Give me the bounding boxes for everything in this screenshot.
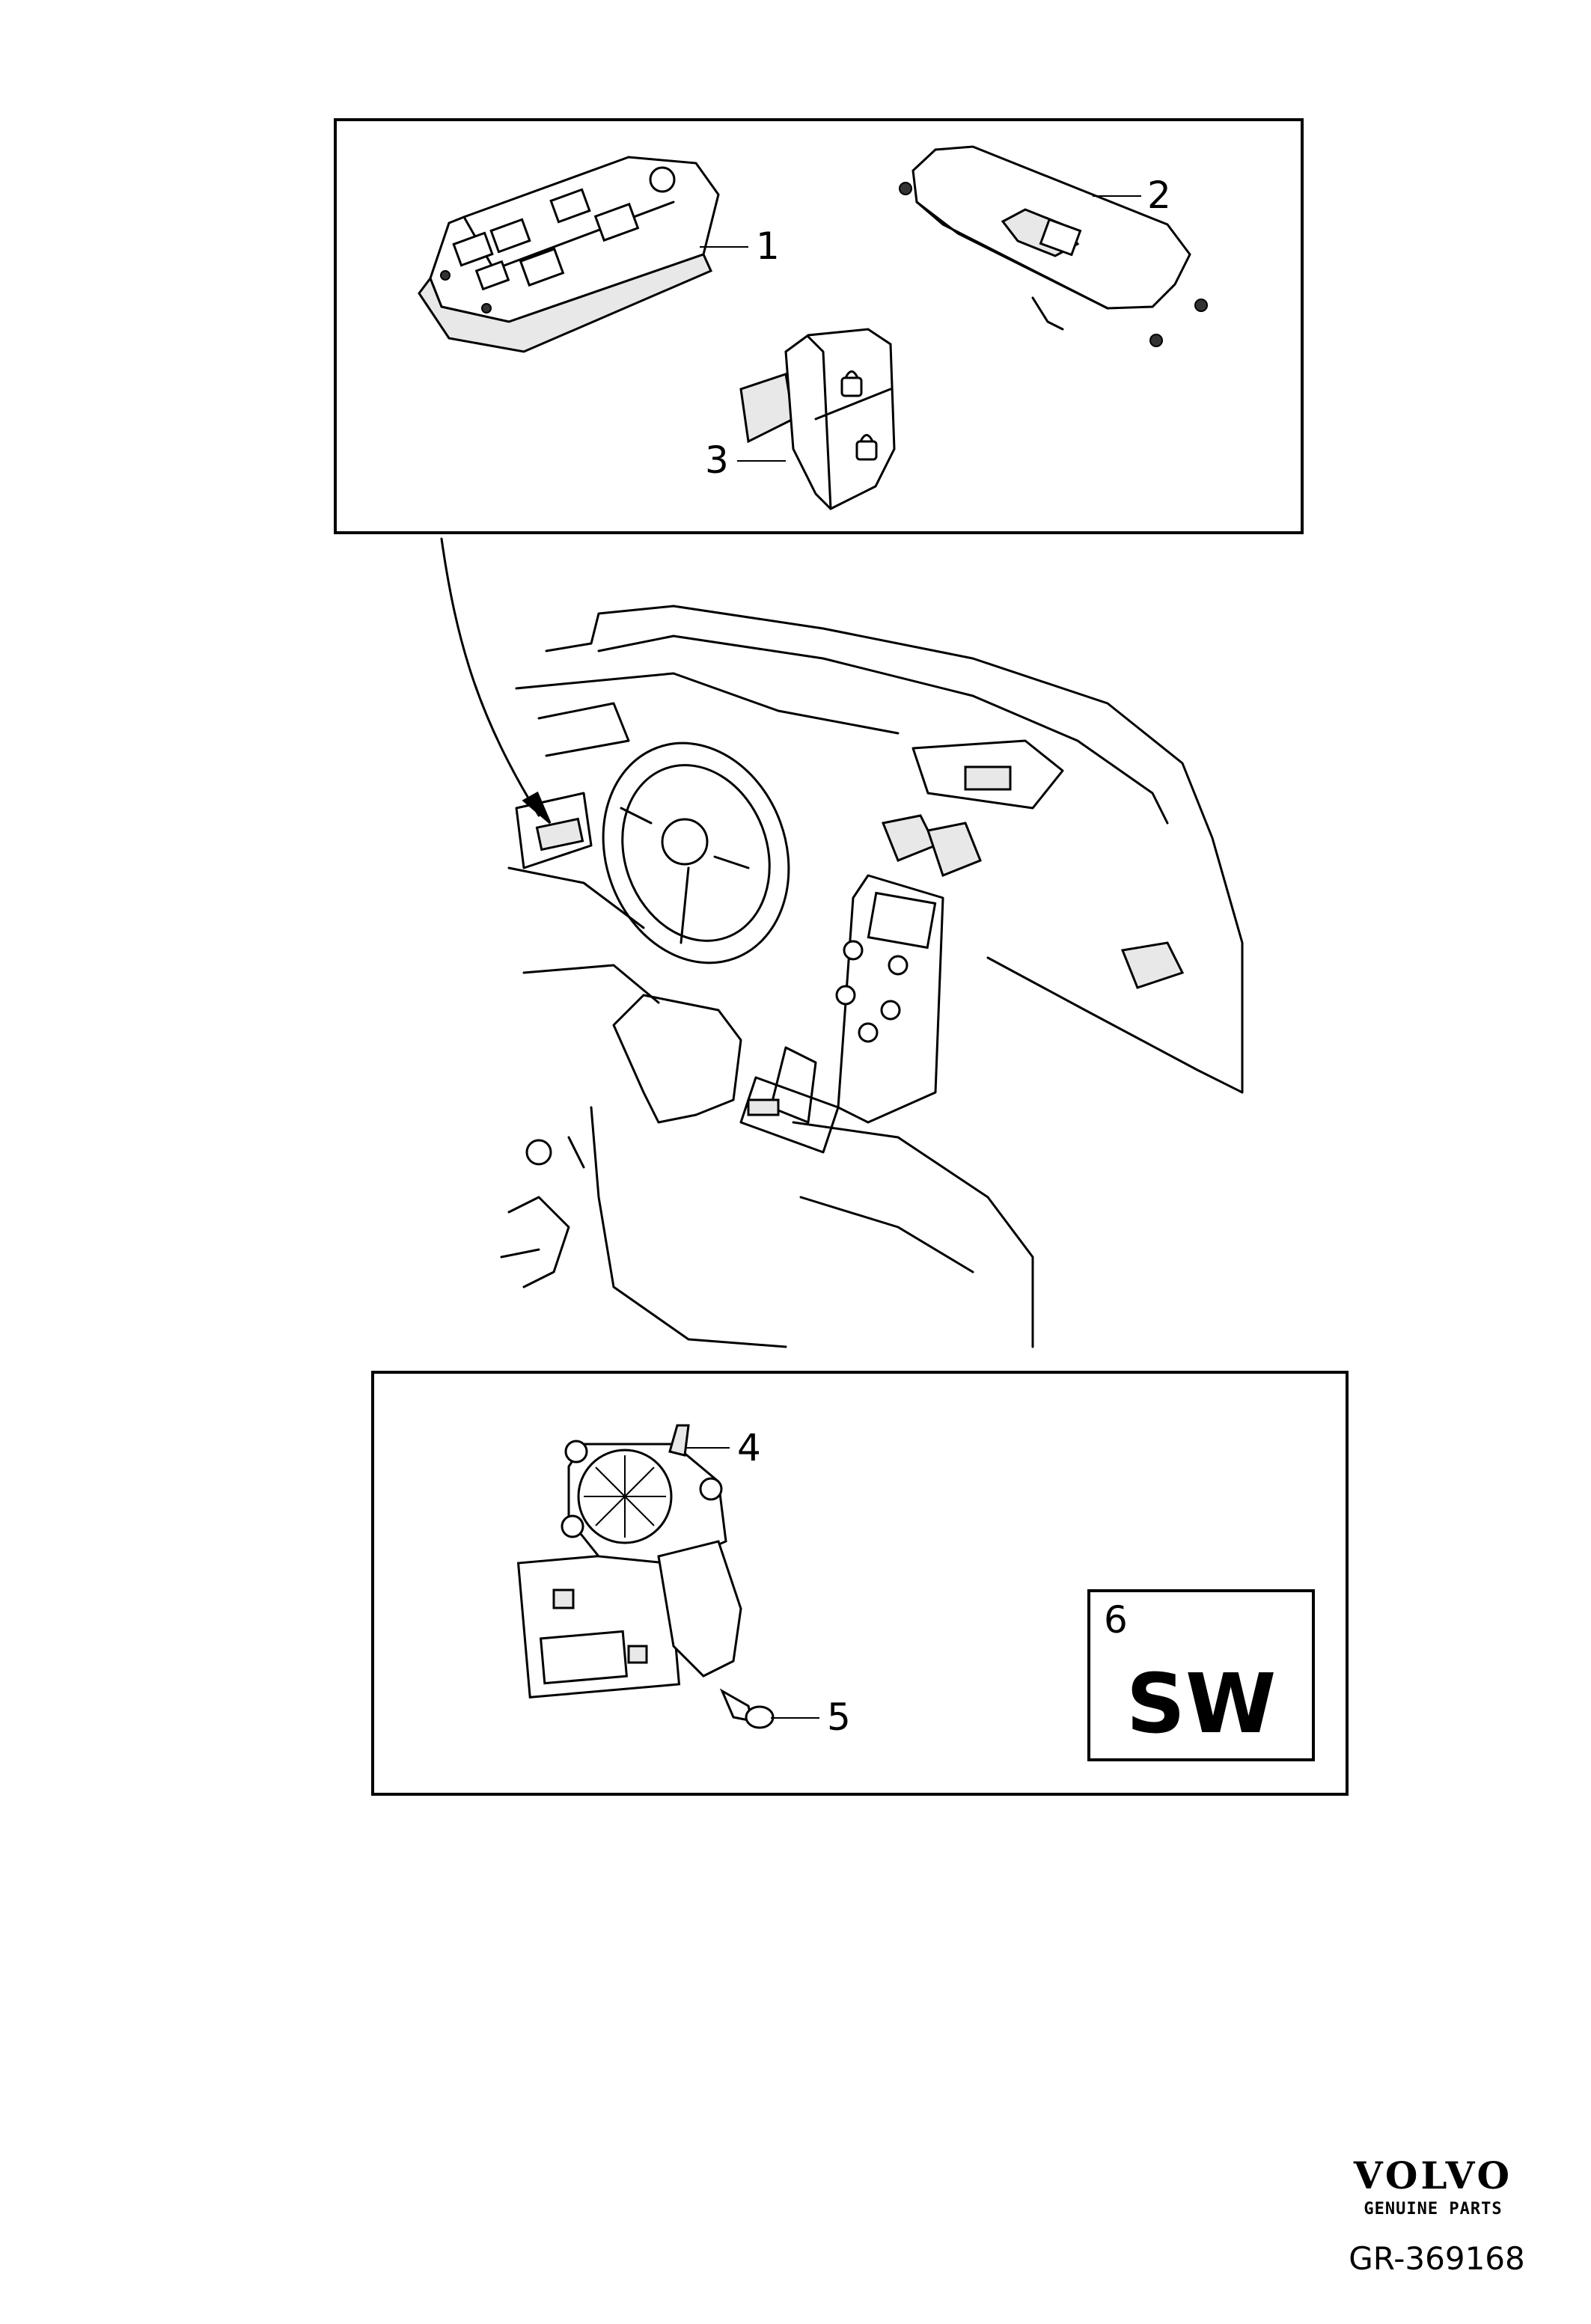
callout-number: 3 [705, 438, 729, 482]
callout-number: 2 [1147, 174, 1171, 217]
switches-panel-frame [334, 118, 1304, 534]
software-label: SW [1126, 1656, 1277, 1752]
screw-part-5[interactable]: 5 [719, 1688, 851, 1739]
child-lock-switch-part-3[interactable]: 3 [705, 328, 896, 510]
drawing-reference: GR-369168 [1349, 2240, 1525, 2277]
master-window-switch-part-1[interactable]: 1 [418, 156, 780, 353]
vehicle-interior-overview [440, 537, 1244, 1348]
window-motor-part-4[interactable]: 4 [516, 1424, 761, 1698]
callout-number: 1 [756, 224, 780, 268]
brand-logo: VOLVO [1353, 2153, 1513, 2198]
motor-panel-frame [371, 1371, 1349, 1796]
software-box-part-6[interactable]: 6 SW [1087, 1589, 1315, 1761]
callout-number: 6 [1104, 1598, 1128, 1642]
callout-number: 4 [737, 1426, 761, 1470]
brand-tagline: GENUINE PARTS [1364, 2200, 1503, 2218]
callout-number: 5 [827, 1695, 851, 1739]
passenger-window-switch-part-2[interactable]: 2 [899, 145, 1208, 347]
